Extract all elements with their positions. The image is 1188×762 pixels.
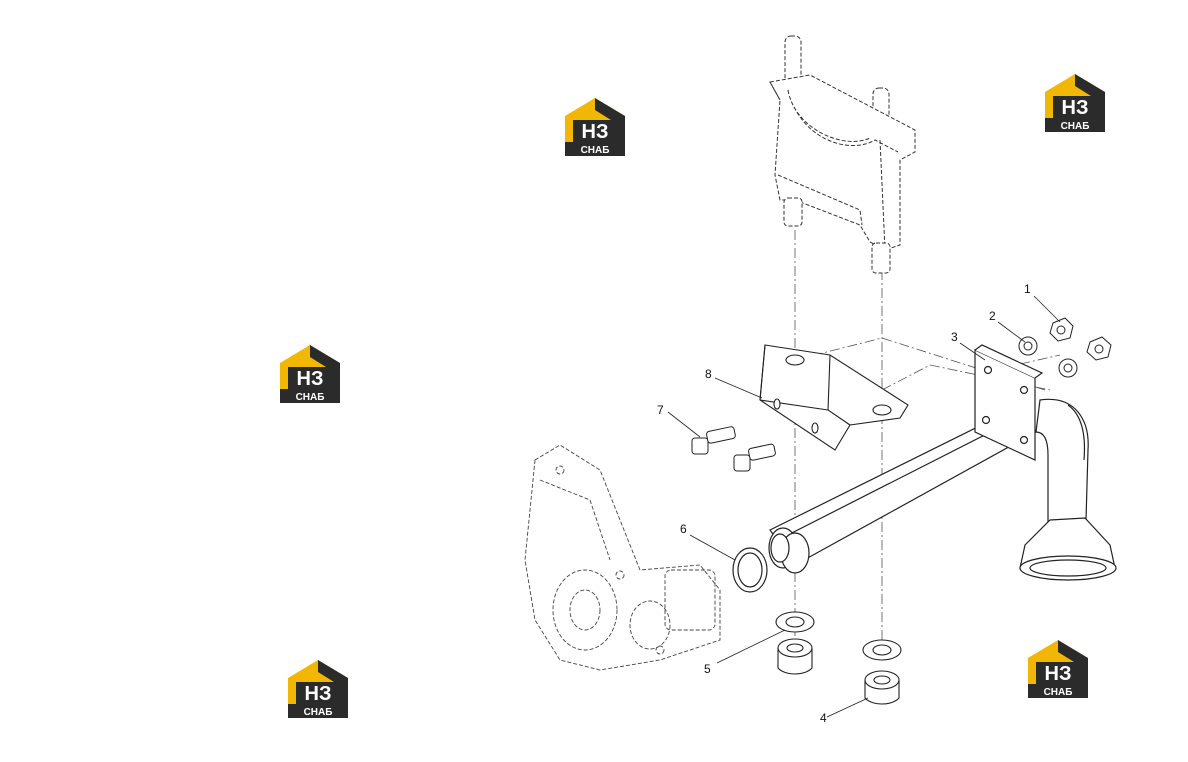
callout-3: 3 xyxy=(951,330,958,344)
svg-text:СНАБ: СНАБ xyxy=(1044,687,1073,698)
callout-8: 8 xyxy=(705,367,712,381)
callout-labels: 1 2 3 4 5 6 7 8 xyxy=(657,282,1031,725)
svg-text:СНАБ: СНАБ xyxy=(304,707,333,718)
svg-text:НЗ: НЗ xyxy=(582,121,609,143)
oil-strainer xyxy=(1019,398,1117,581)
svg-text:СНАБ: СНАБ xyxy=(581,145,610,156)
watermark-logo-2: НЗ СНАБ xyxy=(1045,74,1105,132)
svg-text:НЗ: НЗ xyxy=(297,368,324,390)
watermark-logo-1: НЗ СНАБ xyxy=(565,98,625,156)
nuts-washers-top xyxy=(1018,317,1112,378)
svg-text:СНАБ: СНАБ xyxy=(1061,121,1090,132)
svg-text:НЗ: НЗ xyxy=(305,683,332,705)
mounting-bracket xyxy=(759,344,909,451)
bearing-cap xyxy=(769,35,916,274)
watermark-logo-4: НЗ СНАБ xyxy=(288,660,348,718)
callout-2: 2 xyxy=(989,309,996,323)
callout-6: 6 xyxy=(680,522,687,536)
callout-7: 7 xyxy=(657,403,664,417)
callout-5: 5 xyxy=(704,662,711,676)
oil-pump-housing xyxy=(524,444,721,671)
callout-4: 4 xyxy=(820,711,827,725)
nuts-washers-bottom xyxy=(775,611,902,705)
watermark-logo-5: НЗ СНАБ xyxy=(1028,640,1088,698)
watermark-logo-3: НЗ СНАБ xyxy=(280,345,340,403)
seal-ring xyxy=(732,547,768,593)
svg-text:СНАБ: СНАБ xyxy=(296,392,325,403)
svg-text:НЗ: НЗ xyxy=(1045,663,1072,685)
callout-1: 1 xyxy=(1024,282,1031,296)
flange-plate xyxy=(974,344,1044,461)
bolts xyxy=(691,426,776,472)
callout-leaders xyxy=(667,295,1061,718)
svg-text:НЗ: НЗ xyxy=(1062,97,1089,119)
